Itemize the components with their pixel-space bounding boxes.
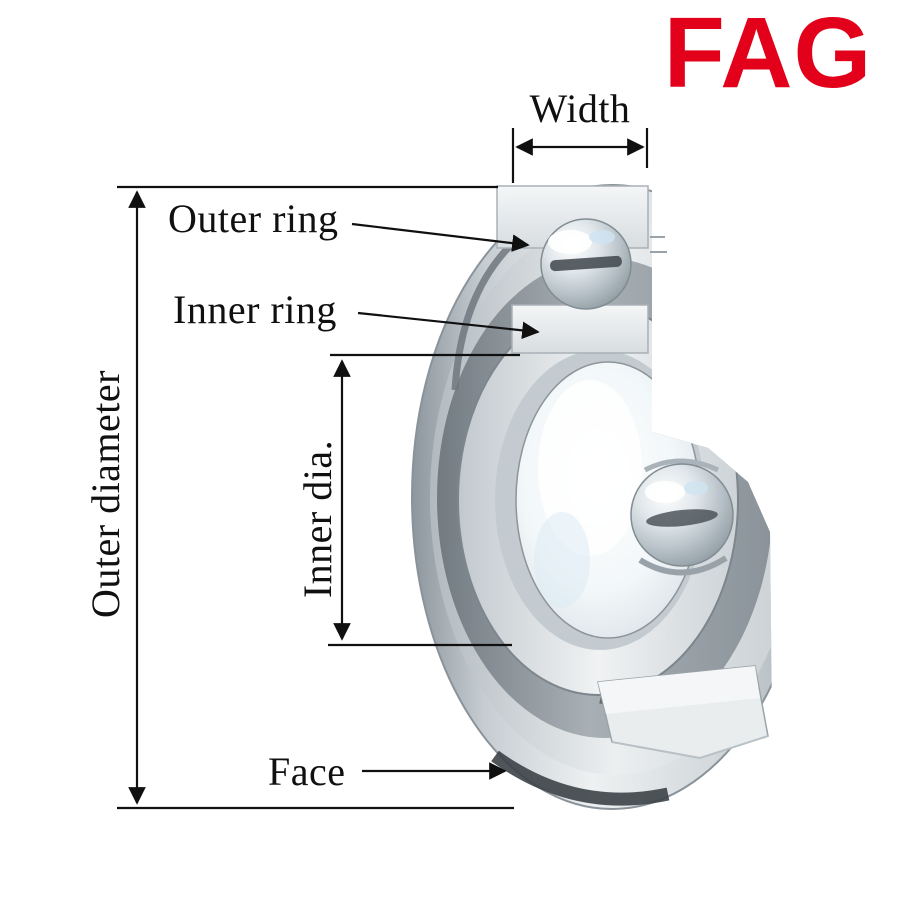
inner-ring-pointer-arrow	[357, 311, 540, 340]
width-dimension-label: Width	[529, 86, 631, 131]
inner-diameter-dimension-label: Inner dia.	[295, 439, 340, 599]
inner-ring-label: Inner ring	[173, 287, 337, 332]
outer-ring-label: Outer ring	[168, 196, 339, 241]
width-dimension-arrow	[511, 128, 649, 183]
inner-ring-section-block	[511, 304, 649, 354]
fag-logo: FAG	[663, 0, 873, 109]
ball-top	[540, 218, 632, 310]
outer-ring-pointer-arrow	[351, 222, 530, 252]
ball-middle	[630, 458, 734, 576]
face-label: Face	[268, 749, 346, 794]
outer-diameter-dimension-arrow	[117, 185, 514, 810]
annotation-lines	[117, 128, 649, 810]
inner-diameter-dimension-arrow	[328, 353, 520, 647]
bearing-illustration	[411, 184, 774, 810]
cross-section-top	[496, 185, 667, 354]
bottom-face-block	[597, 665, 769, 760]
outer-diameter-dimension-label: Outer diameter	[83, 370, 128, 618]
